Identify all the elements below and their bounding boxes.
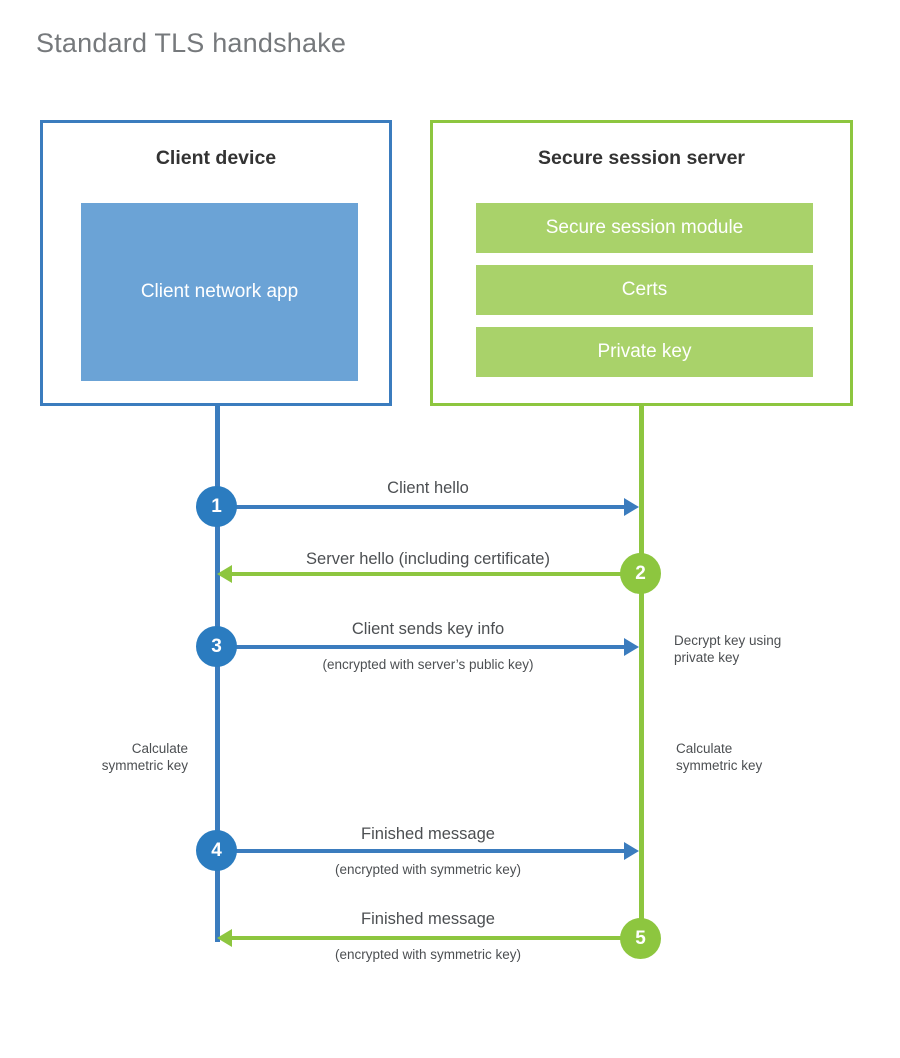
step-1-marker: 1 — [196, 486, 237, 527]
step-3-label: Client sends key info — [351, 620, 505, 638]
server-lifeline — [639, 404, 644, 939]
secure-session-server-box: Secure session server Secure session mod… — [430, 120, 853, 406]
step-4-sublabel: (encrypted with symmetric key) — [334, 862, 522, 877]
step-4-label: Finished message — [361, 825, 495, 843]
step-5-label: Finished message — [361, 910, 495, 928]
client-device-box: Client device Client network app — [40, 120, 392, 406]
client-device-title: Client device — [155, 147, 277, 169]
step-4-arrow-line — [220, 849, 624, 853]
server-component-secure-session-module: Secure session module — [476, 203, 813, 253]
secure-session-server-title: Secure session server — [537, 147, 746, 169]
step-2-marker: 2 — [620, 553, 661, 594]
step-3-sublabel: (encrypted with server’s public key) — [322, 657, 534, 672]
client-network-app-block: Client network app — [81, 203, 358, 381]
step-2-arrow-head-icon — [217, 565, 232, 583]
step-4-arrow-head-icon — [624, 842, 639, 860]
step-5-arrow-head-icon — [217, 929, 232, 947]
server-component-private-key: Private key — [476, 327, 813, 377]
step-3-arrow-head-icon — [624, 638, 639, 656]
step-1-arrow-line — [220, 505, 624, 509]
step-5-sublabel: (encrypted with symmetric key) — [334, 947, 522, 962]
client-lifeline — [215, 404, 220, 942]
page-title: Standard TLS handshake — [36, 28, 347, 58]
step-1-label: Client hello — [387, 479, 469, 497]
step-2-label: Server hello (including certificate) — [306, 550, 550, 568]
step-2-arrow-line — [232, 572, 622, 576]
step-1-arrow-head-icon — [624, 498, 639, 516]
step-5-arrow-line — [232, 936, 622, 940]
step-4-marker: 4 — [196, 830, 237, 871]
step-3-marker: 3 — [196, 626, 237, 667]
step-5-marker: 5 — [620, 918, 661, 959]
server-component-certs: Certs — [476, 265, 813, 315]
step-3-arrow-line — [220, 645, 624, 649]
